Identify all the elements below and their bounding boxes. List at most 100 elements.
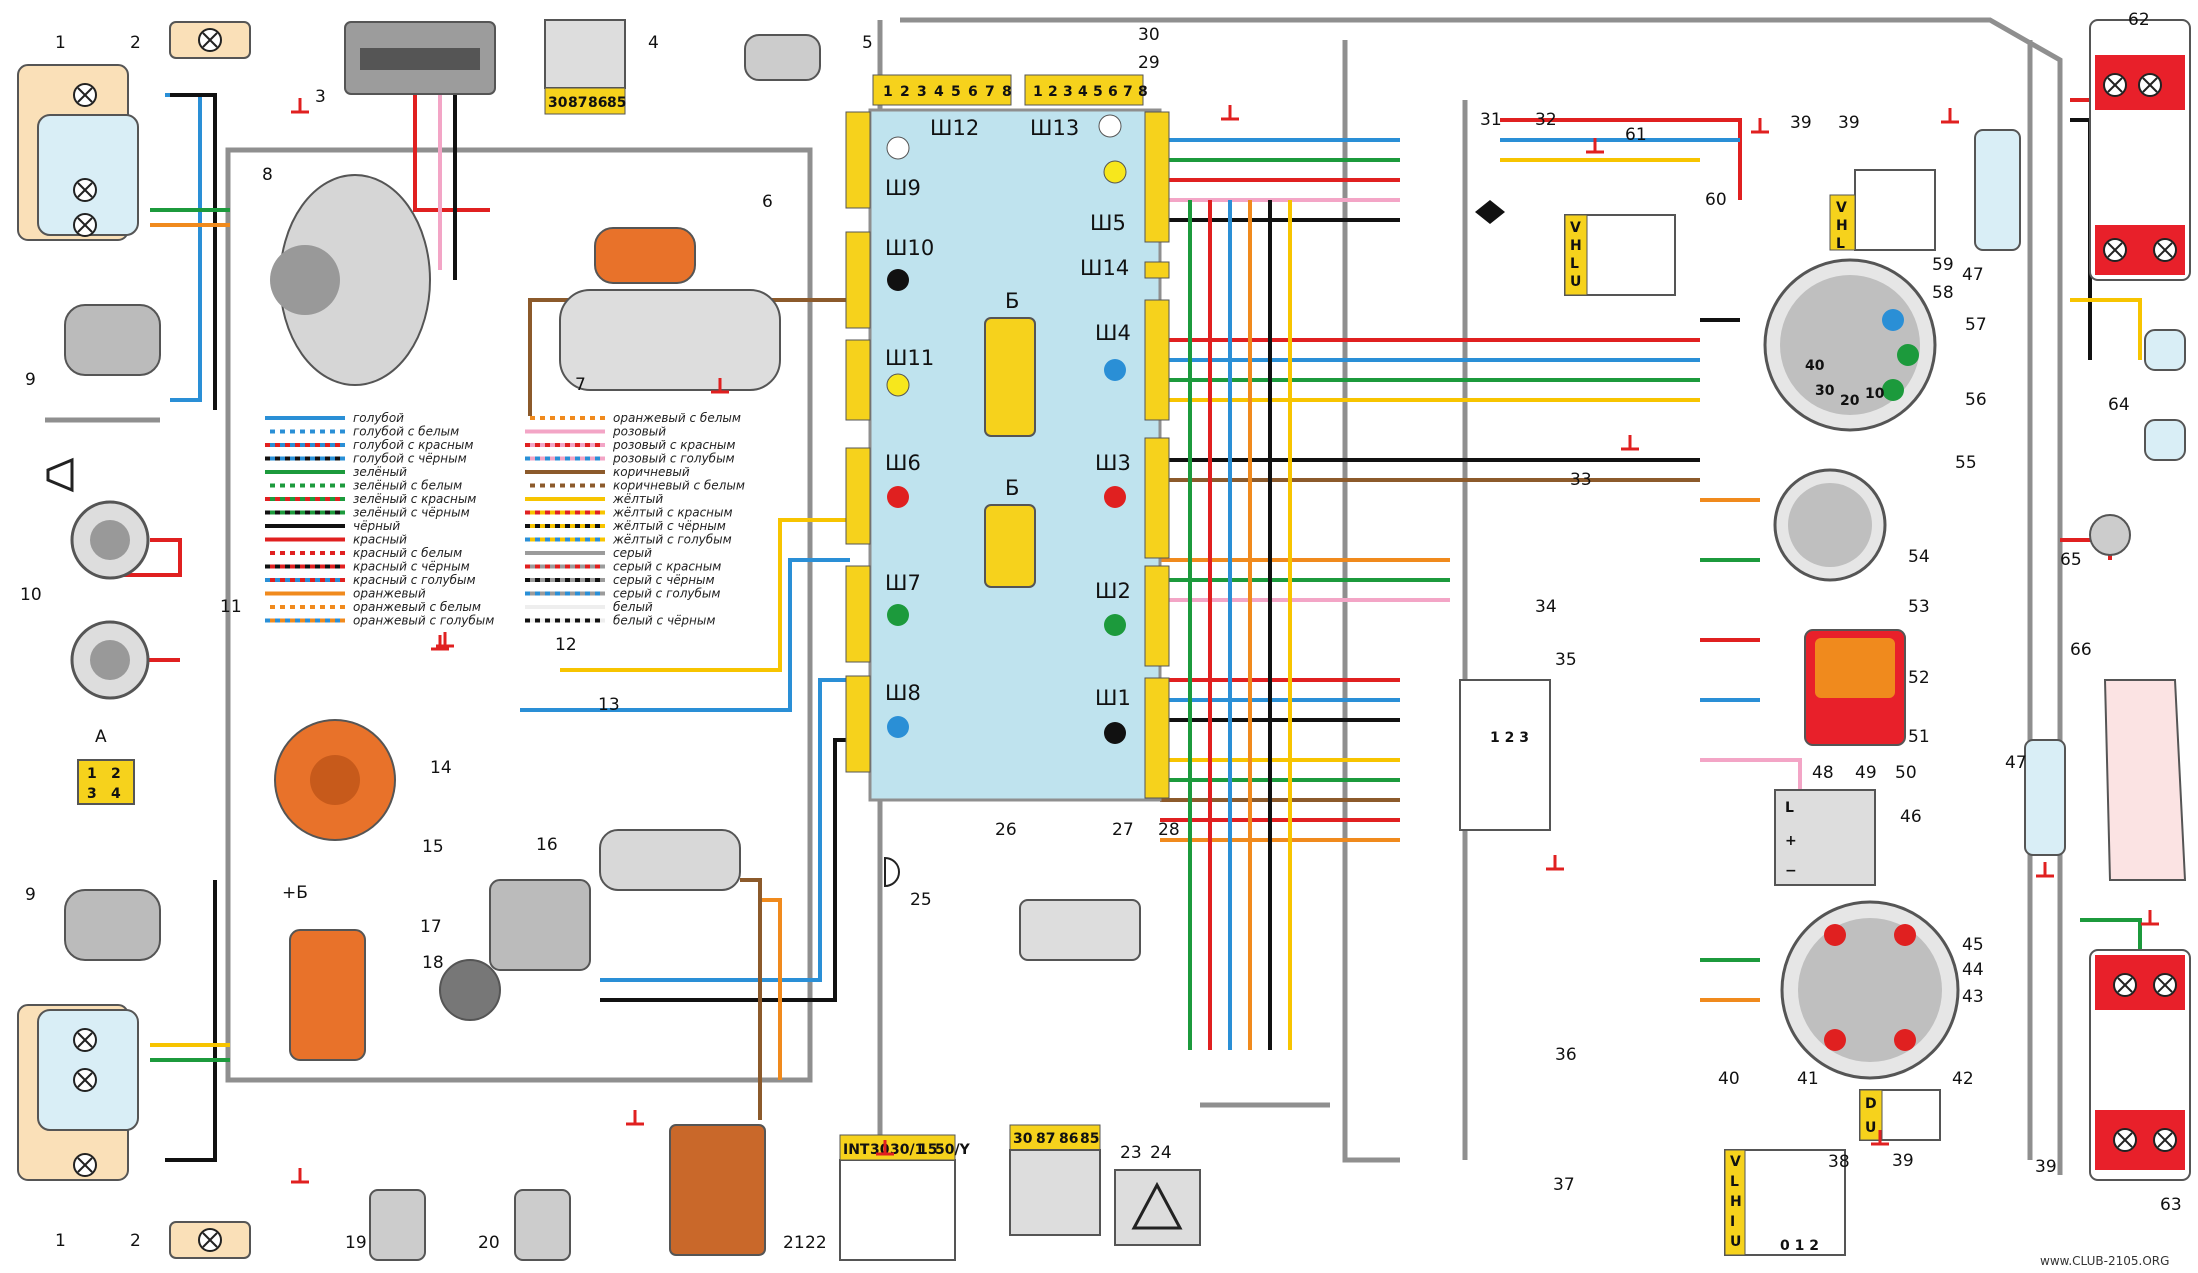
connector-21 — [669, 1124, 766, 1256]
speedometer-43 — [1780, 900, 1960, 1080]
legend-label: голубой — [353, 411, 404, 425]
indicator-block-51 — [1804, 629, 1906, 746]
label-55: 55 — [1955, 453, 1977, 473]
legend-row: белый — [525, 600, 653, 614]
plug-sh4: Ш4 — [1095, 321, 1131, 345]
hs-pin-V: V — [1570, 220, 1581, 236]
plug-sh11: Ш11 — [885, 346, 934, 370]
plug-sh8: Ш8 — [885, 681, 921, 705]
top-pin-3: 3 — [917, 84, 927, 100]
legend-label: красный с голубым — [353, 573, 476, 587]
top2-pin-3: 3 — [1063, 84, 1073, 100]
watermark: www.CLUB-2105.ORG — [2040, 1254, 2169, 1268]
legend-row: оранжевый с голубым — [265, 614, 494, 628]
stalk-pin-U: U — [1730, 1234, 1741, 1250]
label-44: 44 — [1962, 960, 1984, 980]
label-11: 11 — [220, 597, 242, 617]
legend-row: розовый с голубым — [525, 452, 735, 466]
label-48: 48 — [1812, 763, 1834, 783]
relay23-pin-87: 87 — [1036, 1131, 1055, 1147]
label-58: 58 — [1932, 283, 1954, 303]
label-9-top: 9 — [25, 370, 36, 390]
legend-row: оранжевый с белым — [525, 411, 741, 425]
label-6: 6 — [762, 192, 773, 212]
relay4-pin-87: 87 — [568, 95, 587, 111]
legend-label: голубой с красным — [353, 438, 473, 452]
label-53: 53 — [1908, 597, 1930, 617]
label-10: 10 — [20, 585, 42, 605]
label-4: 4 — [648, 33, 659, 53]
label-20: 20 — [478, 1233, 500, 1253]
label-59: 59 — [1932, 255, 1954, 275]
legend-label: чёрный — [353, 519, 400, 533]
rear-lamp-62 — [2089, 19, 2191, 281]
brake-lamp-46: L + − — [1774, 789, 1876, 886]
legend-label: розовый — [612, 425, 666, 439]
label-1-bottom: 1 — [55, 1231, 66, 1251]
label-38: 38 — [1828, 1152, 1850, 1172]
tach-mark-10: 10 — [1865, 386, 1885, 402]
legend-row: зелёный с белым — [265, 479, 462, 493]
label-19: 19 — [345, 1233, 367, 1253]
stalk-pin-H: H — [1730, 1194, 1742, 1210]
legend-row: голубой с красным — [265, 438, 473, 452]
label-46: 46 — [1900, 807, 1922, 827]
legend-row: серый с голубым — [525, 587, 720, 601]
label-60: 60 — [1705, 190, 1727, 210]
label-1-top: 1 — [55, 33, 66, 53]
legend-label: серый с красным — [613, 560, 721, 574]
socket-b-upper — [984, 317, 1036, 437]
label-40: 40 — [1718, 1069, 1740, 1089]
connector-a: А 1 2 3 4 — [77, 727, 135, 805]
relay-4: 30 87 86 85 — [544, 19, 626, 115]
legend-row: жёлтый с красным — [525, 506, 733, 520]
label-22: 22 — [805, 1233, 827, 1253]
connector-a-pin1: 1 — [87, 766, 97, 782]
legend-label: оранжевый с белым — [613, 411, 741, 425]
legend-label: белый — [613, 600, 653, 614]
relay-23: 30 87 86 85 — [1009, 1124, 1101, 1236]
legend-row: зелёный с красным — [265, 492, 476, 506]
label-47-top: 47 — [1962, 265, 1984, 285]
stalk-pin-V: V — [1730, 1154, 1741, 1170]
coil-b-plus: +Б — [282, 883, 308, 903]
label-49: 49 — [1855, 763, 1877, 783]
legend-label: жёлтый — [612, 492, 663, 506]
legend-label: серый с чёрным — [613, 573, 715, 587]
legend-row: зелёный с чёрным — [265, 506, 470, 520]
legend-row: красный с голубым — [265, 573, 476, 587]
fan-icon — [1475, 200, 1505, 224]
stalk-pin-L: L — [1730, 1174, 1739, 1190]
plug-sh6: Ш6 — [885, 451, 921, 475]
legend-row: серый с чёрным — [525, 573, 715, 587]
label-35: 35 — [1555, 650, 1577, 670]
label-15: 15 — [422, 837, 444, 857]
top-pin-2: 2 — [900, 84, 910, 100]
connector-a-pin3: 3 — [87, 786, 97, 802]
washer-motor-16 — [599, 829, 741, 891]
horn-top — [70, 500, 150, 580]
top2-pin-7: 7 — [1123, 84, 1133, 100]
harness-frame — [45, 17, 2063, 1210]
connector-a-pin4: 4 — [111, 786, 121, 802]
hs-pin-U: U — [1570, 274, 1581, 290]
label-8: 8 — [262, 165, 273, 185]
label-17: 17 — [420, 917, 442, 937]
legend-row: коричневый — [525, 465, 690, 479]
fuse-box-3 — [344, 21, 496, 95]
label-27: 27 — [1112, 820, 1134, 840]
label-14: 14 — [430, 758, 452, 778]
legend-label: жёлтый с чёрным — [612, 519, 726, 533]
legend-label: коричневый — [613, 465, 690, 479]
top2-pin-6: 6 — [1108, 84, 1118, 100]
legend-label: жёлтый с красным — [612, 506, 733, 520]
wiper-motor-18 — [439, 879, 591, 1021]
relay23-pin-30: 30 — [1013, 1131, 1033, 1147]
carburetor-valve-5 — [744, 34, 821, 81]
plug-sh12: Ш12 — [930, 116, 979, 140]
relay4-pin-86: 86 — [588, 95, 607, 111]
label-39-top-a: 39 — [1790, 113, 1812, 133]
washer-motor-19 — [369, 1189, 426, 1261]
plug-sh14: Ш14 — [1080, 256, 1129, 280]
